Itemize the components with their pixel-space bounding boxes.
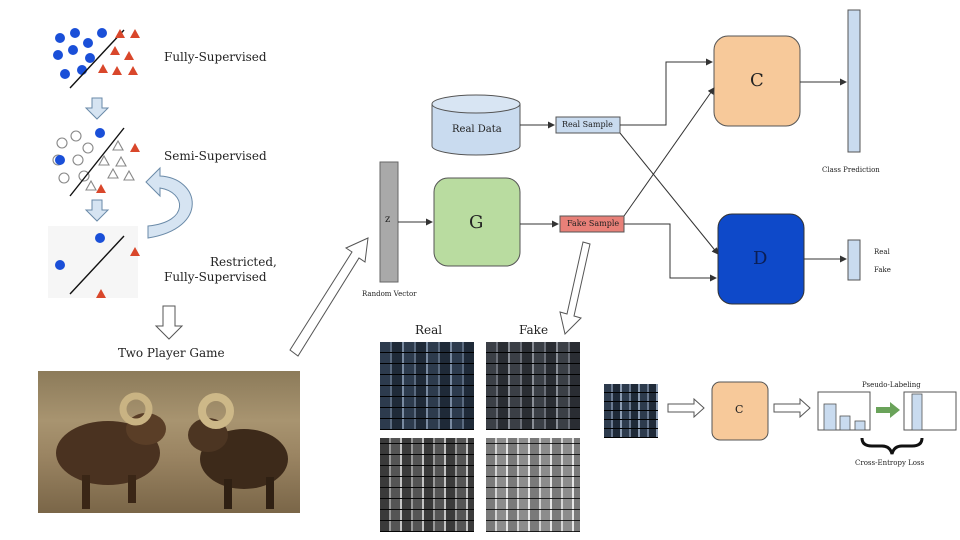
cross-entropy-label: Cross-Entropy Loss bbox=[855, 459, 925, 467]
curly-brace bbox=[860, 437, 924, 455]
hollow-arrow-right-2 bbox=[773, 397, 811, 419]
generator-label: G bbox=[469, 212, 484, 233]
generator-box bbox=[433, 177, 521, 267]
hollow-arrow-right-1 bbox=[667, 397, 705, 419]
fake-samples-header: Fake bbox=[519, 323, 549, 337]
fake-output-label: Fake bbox=[874, 266, 891, 274]
fake-samples-grid-top bbox=[486, 342, 580, 430]
real-output-label: Real bbox=[874, 248, 890, 256]
real-samples-grid-top bbox=[380, 342, 474, 430]
class-prediction-bar bbox=[847, 9, 861, 153]
hollow-arrow-down-3 bbox=[154, 305, 184, 340]
real-samples-grid-bottom bbox=[380, 438, 474, 532]
ram-right bbox=[188, 393, 288, 509]
restricted-label-line1: Restricted, bbox=[210, 255, 277, 269]
real-sample-label: Real Sample bbox=[562, 120, 613, 129]
random-vector-label: Random Vector bbox=[362, 290, 417, 298]
discriminator-label: D bbox=[753, 248, 768, 269]
two-player-game-label: Two Player Game bbox=[118, 346, 225, 360]
fully-supervised-scatter bbox=[53, 28, 140, 89]
real-data-cylinder bbox=[431, 94, 521, 156]
rams-photo bbox=[38, 371, 300, 513]
z-label: z bbox=[385, 214, 391, 225]
green-arrow bbox=[876, 402, 900, 418]
real-samples-header: Real bbox=[415, 323, 443, 337]
fully-supervised-label: Fully-Supervised bbox=[164, 50, 267, 64]
curved-loop-arrow bbox=[145, 166, 193, 239]
hollow-arrow-down-2 bbox=[84, 199, 110, 222]
diagonal-hollow-arrow bbox=[289, 237, 369, 357]
hollow-arrow-down-1 bbox=[84, 97, 110, 120]
fake-samples-grid-bottom bbox=[486, 438, 580, 532]
semi-supervised-label: Semi-Supervised bbox=[164, 149, 267, 163]
ram-left bbox=[56, 392, 166, 509]
real-fake-bar bbox=[847, 239, 861, 281]
classifier-label: C bbox=[750, 70, 764, 91]
classifier-box bbox=[713, 35, 801, 127]
pseudo-classifier-label: C bbox=[735, 403, 744, 416]
semi-supervised-scatter bbox=[52, 127, 140, 197]
class-prediction-label: Class Prediction bbox=[822, 166, 880, 174]
fake-to-samples-arrow bbox=[559, 241, 591, 335]
real-data-label: Real Data bbox=[452, 124, 502, 135]
restricted-label-line2: Fully-Supervised bbox=[164, 270, 267, 284]
fake-sample-label: Fake Sample bbox=[567, 219, 620, 228]
pseudo-input-grid bbox=[604, 384, 658, 438]
pseudo-labeling-label: Pseudo-Labeling bbox=[862, 381, 921, 389]
pseudo-classifier-box bbox=[711, 381, 769, 441]
restricted-scatter bbox=[48, 226, 140, 298]
